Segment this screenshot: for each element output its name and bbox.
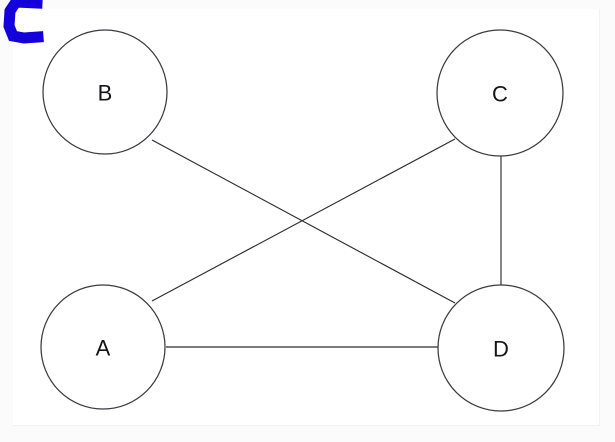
node-circle-d[interactable] (437, 284, 565, 412)
handwritten-letter-c-annotation (3, 0, 44, 44)
edge-b-d[interactable] (151, 139, 456, 304)
node-circle-b[interactable] (42, 29, 168, 155)
node-label-d: D (493, 337, 509, 362)
graph-node-c[interactable]: C (436, 29, 564, 157)
node-circle-a[interactable] (40, 284, 166, 410)
handwritten-letter-c-icon (3, 0, 44, 44)
node-circle-c[interactable] (436, 29, 564, 157)
node-label-b: B (98, 81, 113, 106)
graph-node-d[interactable]: D (437, 284, 565, 412)
node-label-a: A (96, 336, 111, 361)
graph-edges (151, 138, 502, 348)
node-label-c: C (492, 82, 508, 107)
graph-node-b[interactable]: B (42, 29, 168, 155)
graph-node-a[interactable]: A (40, 284, 166, 410)
edge-a-c[interactable] (151, 138, 456, 302)
